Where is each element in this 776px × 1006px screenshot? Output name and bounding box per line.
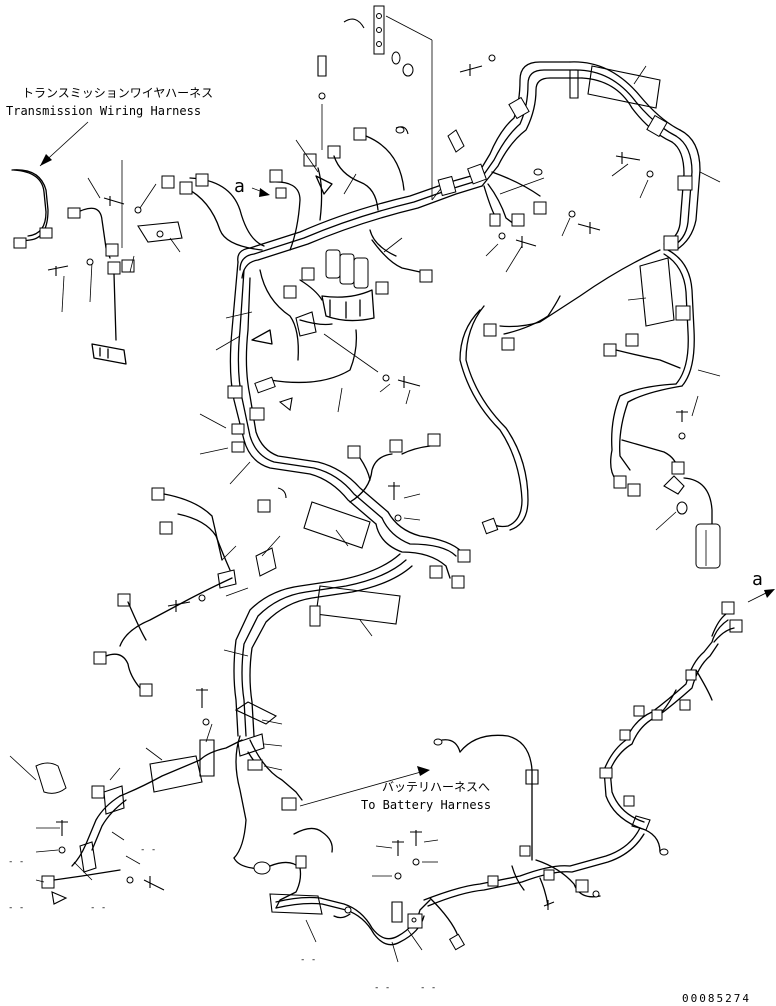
center-connector-block (283, 229, 433, 405)
svg-text:- -: - - (300, 955, 316, 965)
right-vertical-harness (599, 601, 743, 829)
transmission-harness-label: トランスミッションワイヤハーネス Transmission Wiring Har… (6, 86, 213, 167)
reference-a-right-label: a (752, 569, 763, 590)
transmission-harness-label-jp: トランスミッションワイヤハーネス (22, 86, 213, 100)
svg-text:- -: - - (374, 983, 390, 993)
middle-section (93, 433, 471, 737)
svg-text:- -: - - (90, 903, 106, 913)
battery-harness-label-en: To Battery Harness (361, 798, 491, 812)
reference-a-left-label: a (234, 176, 245, 197)
battery-harness-label: バッテリハーネスへ To Battery Harness (299, 766, 491, 812)
lower-left-section: - - - - - - - - (8, 688, 303, 913)
transmission-arrowhead (40, 154, 52, 166)
battery-arrowhead (417, 766, 430, 776)
reference-a-left: a (234, 176, 270, 197)
battery-harness-label-jp: バッテリハーネスへ (382, 780, 490, 794)
svg-text:- -: - - (140, 845, 156, 855)
right-branch (459, 152, 721, 569)
left-trunk-down (199, 261, 389, 525)
svg-text:- -: - - (8, 903, 24, 913)
transmission-harness (11, 160, 183, 365)
reference-a-right: a (747, 569, 775, 603)
svg-text:- -: - - (8, 857, 24, 867)
top-hardware (317, 5, 496, 201)
main-harness-trunk (237, 61, 701, 387)
transmission-harness-label-en: Transmission Wiring Harness (6, 104, 201, 118)
drawing-number: 00085274 (682, 992, 751, 1005)
lower-harness: - - - - - - (233, 734, 669, 993)
battery-arrow (299, 769, 429, 807)
svg-text:- -: - - (420, 983, 436, 993)
